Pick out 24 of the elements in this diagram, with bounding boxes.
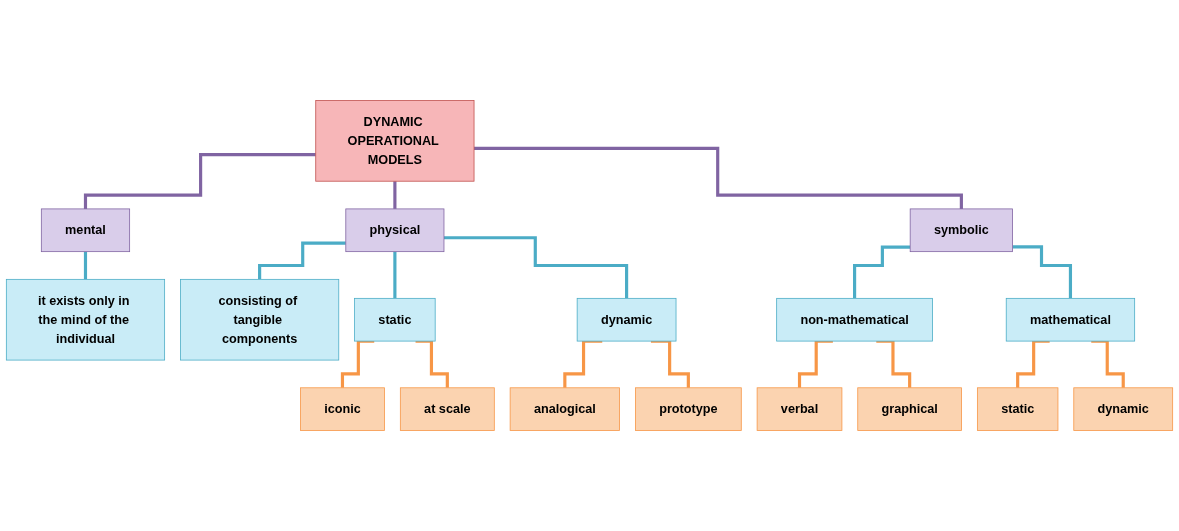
node-box: consisting of tangible components [180, 278, 340, 361]
node-box: DYNAMIC OPERATIONAL MODELS [315, 100, 475, 182]
node-box: analogical [509, 387, 620, 431]
node-box: dynamic [576, 297, 677, 342]
node-box: dynamic [1073, 387, 1174, 431]
node-box: verbal [756, 387, 843, 431]
connector [258, 241, 346, 281]
node-box: symbolic [909, 208, 1013, 253]
node-box: graphical [857, 387, 962, 431]
node-box: mental [40, 208, 131, 253]
node-box: mathematical [1005, 297, 1136, 342]
node-box: static [977, 387, 1059, 431]
node-box: at scale [399, 387, 495, 431]
connector [83, 250, 88, 281]
connector [393, 250, 397, 300]
node-box: static [354, 297, 436, 342]
node-box: physical [345, 208, 445, 253]
node-box: non-mathematical [776, 297, 933, 342]
connector [444, 236, 629, 300]
node-box: iconic [300, 387, 385, 431]
connector [1012, 245, 1073, 300]
connector [853, 245, 911, 300]
node-box: it exists only in the mind of the individual [5, 278, 166, 361]
node-box: prototype [635, 387, 742, 431]
